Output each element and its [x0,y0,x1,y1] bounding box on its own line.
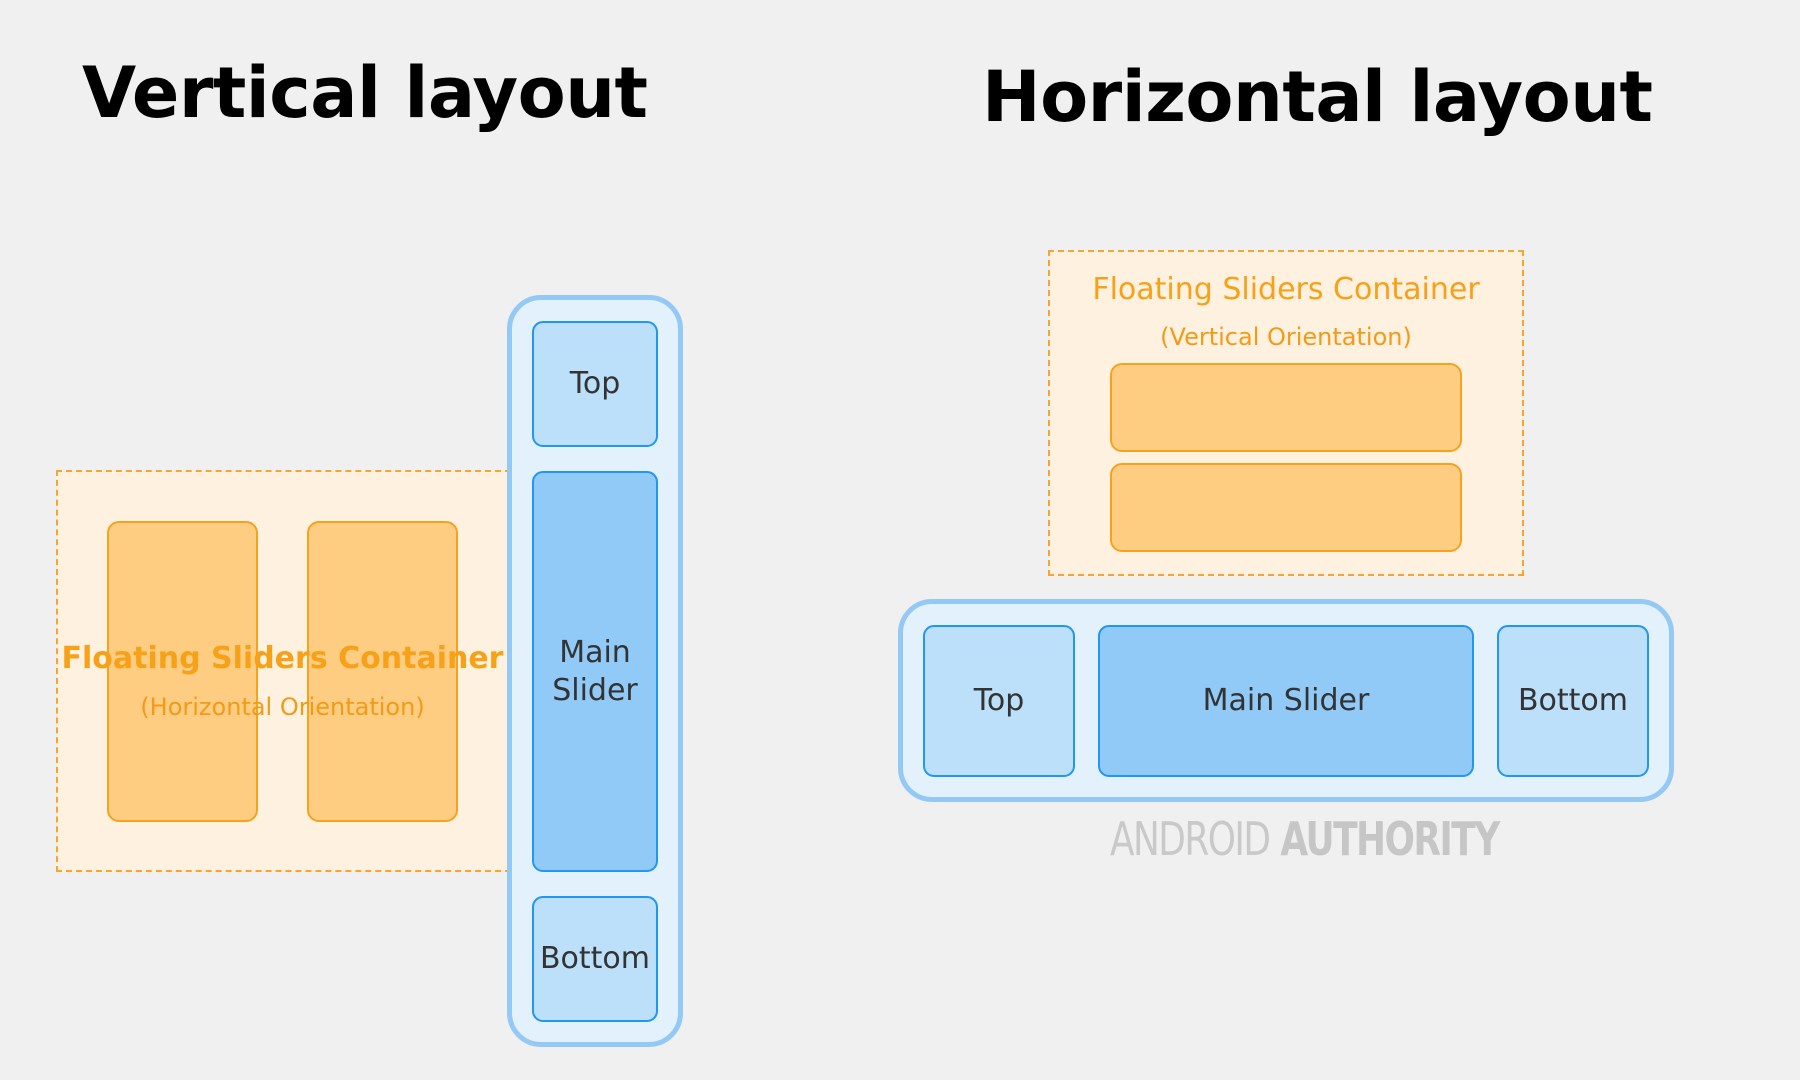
main-slider[interactable]: Main Slider [532,471,658,872]
floating-slider-1[interactable] [1110,363,1462,452]
watermark-part2: AUTHORITY [1280,812,1500,866]
floating-container-subtitle: (Horizontal Orientation) [140,693,425,721]
horizontal-layout-heading: Horizontal layout [982,56,1653,138]
main-slider[interactable]: Main Slider [1098,625,1474,777]
bottom-slider[interactable]: Bottom [532,896,658,1022]
floating-slider-1[interactable] [107,521,258,822]
floating-container-title: Floating Sliders Container [1092,272,1480,307]
floating-slider-2[interactable] [307,521,458,822]
top-slider[interactable]: Top [923,625,1075,777]
android-authority-watermark: ANDROID AUTHORITY [1110,812,1500,866]
watermark-part1: ANDROID [1110,812,1271,866]
bottom-slider[interactable]: Bottom [1497,625,1649,777]
main-slider-label: Main Slider [552,635,638,708]
floating-slider-2[interactable] [1110,463,1462,552]
top-slider[interactable]: Top [532,321,658,447]
vertical-layout-heading: Vertical layout [82,52,648,134]
floating-container-title: Floating Sliders Container [61,641,504,676]
floating-container-subtitle: (Vertical Orientation) [1160,323,1412,351]
